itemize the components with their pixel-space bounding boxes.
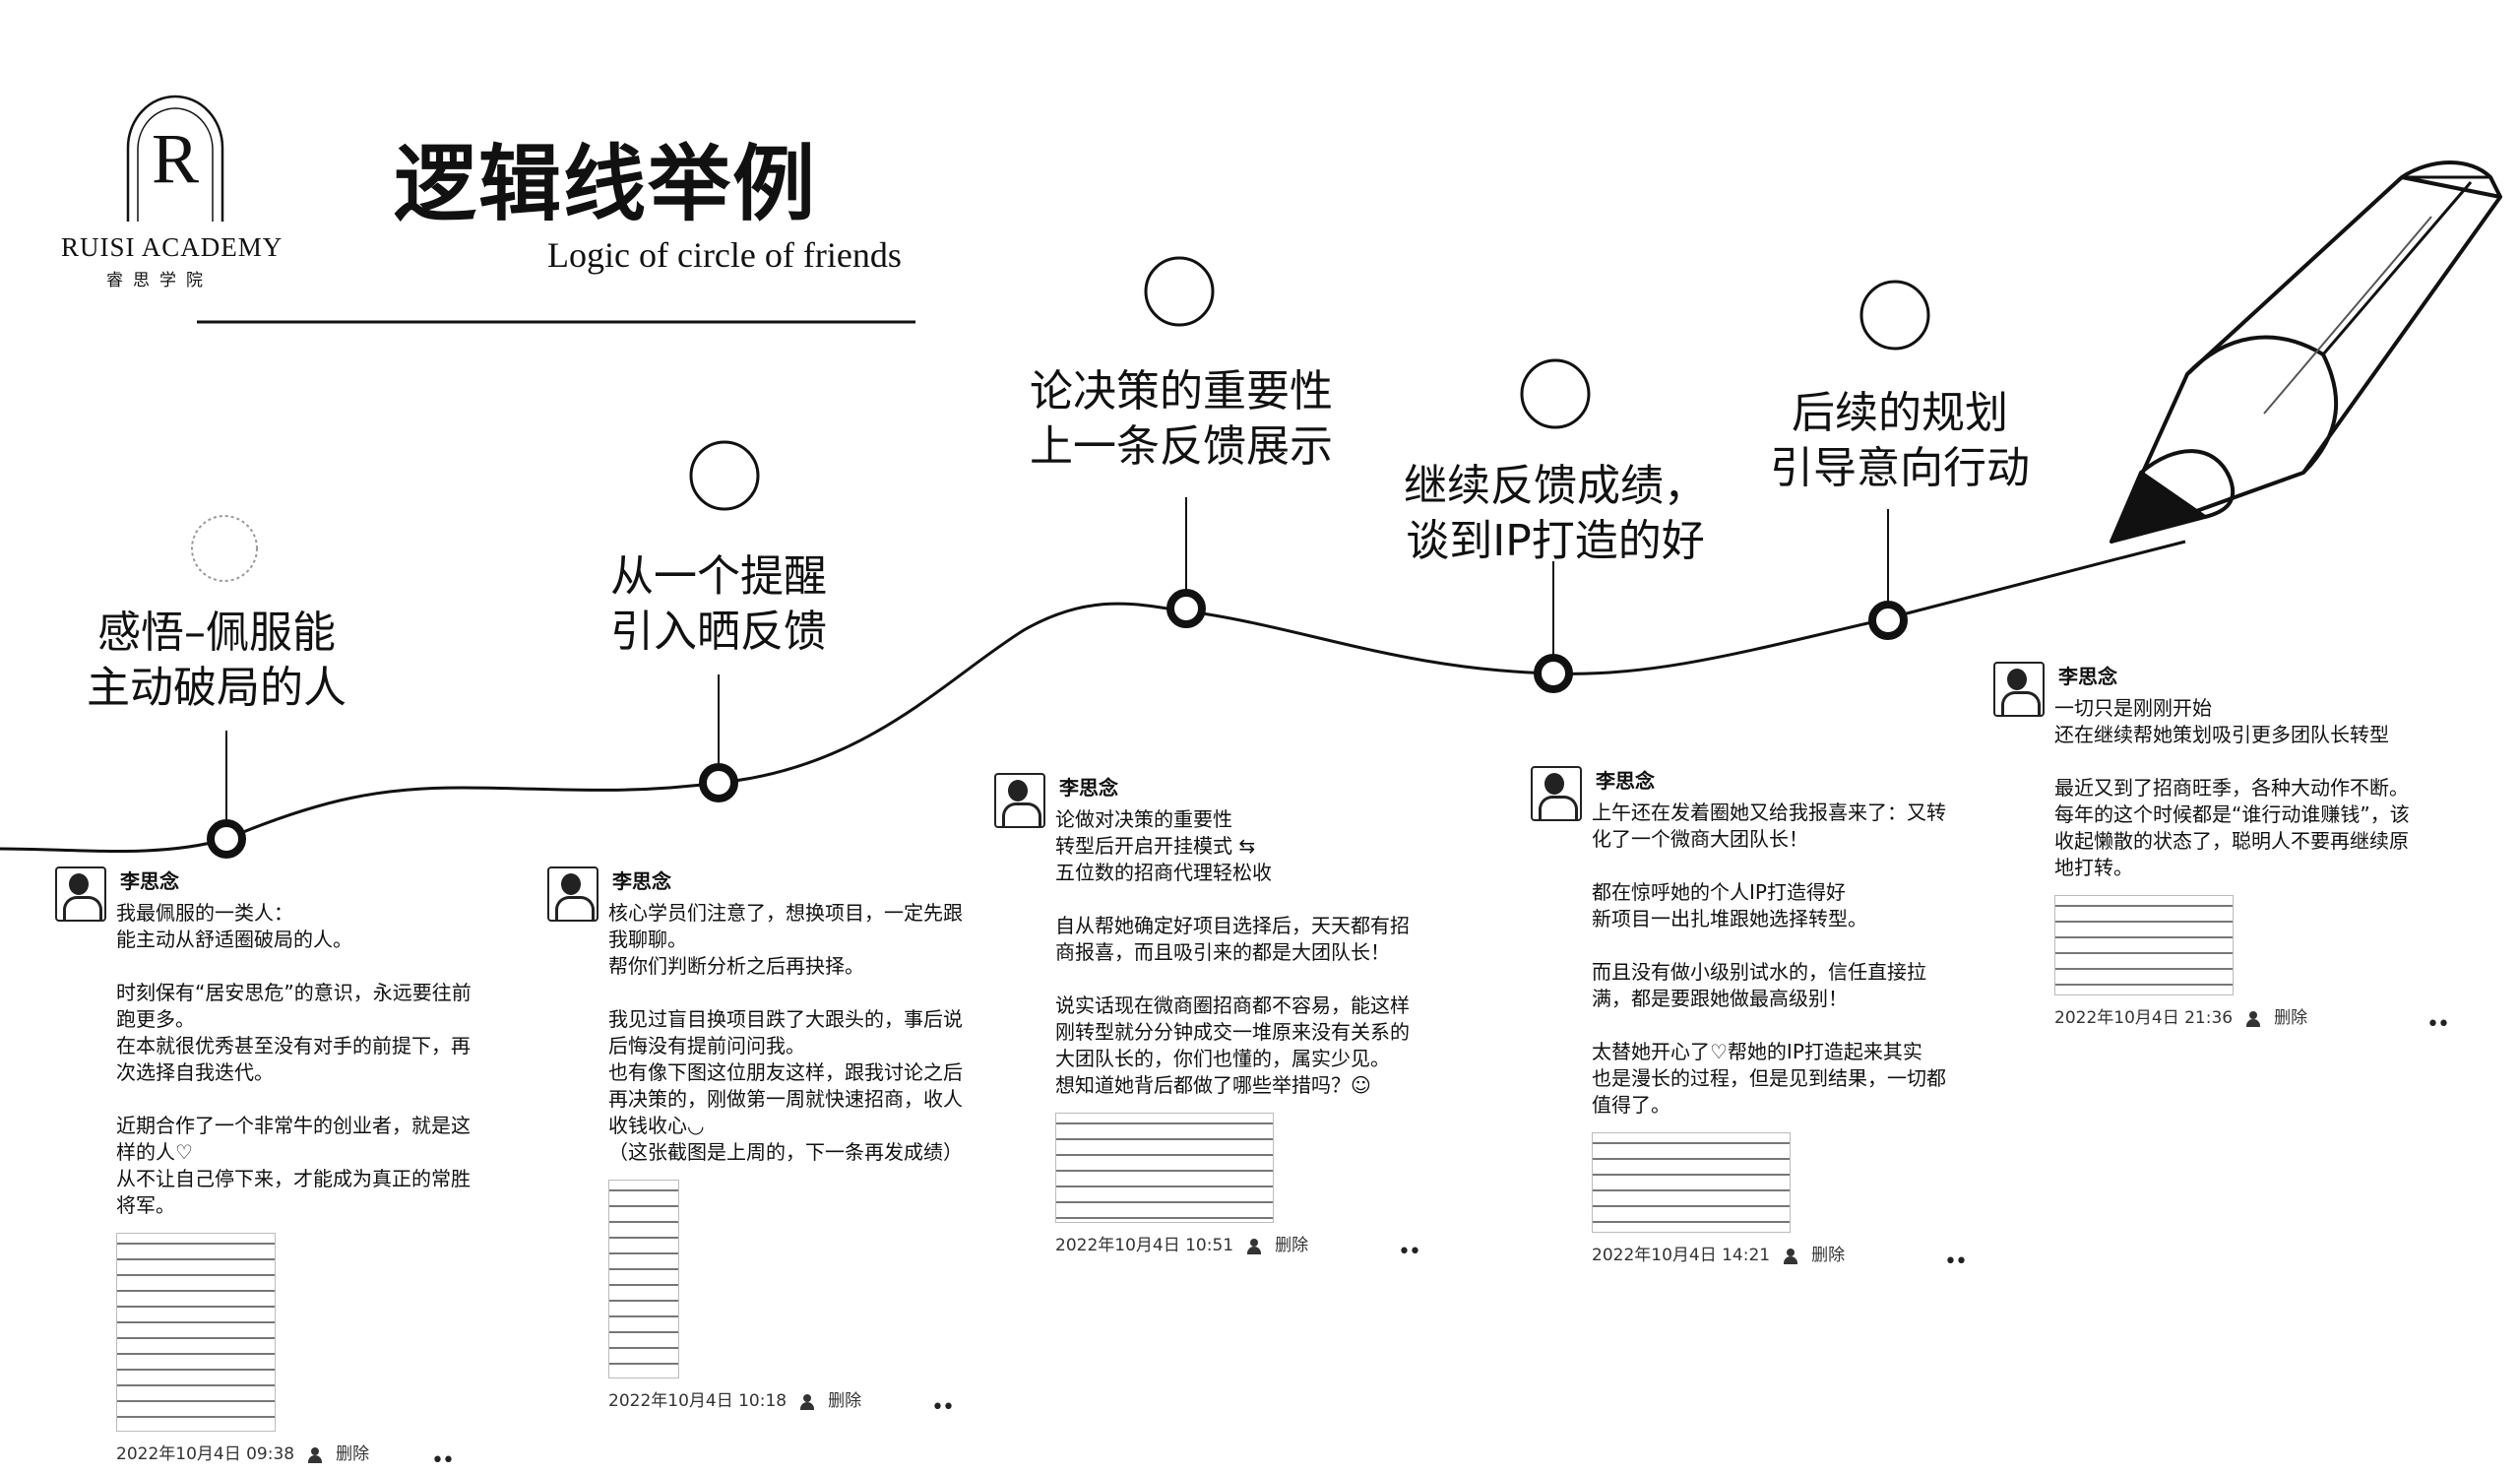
delete-link[interactable]: 删除 xyxy=(828,1391,862,1411)
brand-name: RUISI ACADEMY xyxy=(61,232,284,262)
node-4 xyxy=(1534,654,1573,693)
moment-post-1: 李思念 我最佩服的一类人： 能主动从舒适圈破局的人。 时刻保有“居安思危”的意识… xyxy=(55,866,478,1473)
brand-subtitle: 睿思学院 xyxy=(106,271,213,290)
post-time: 2022年10月4日 21:36 xyxy=(2054,1008,2234,1028)
marker-circle-4 xyxy=(1520,358,1591,429)
post-time: 2022年10月4日 09:38 xyxy=(116,1444,295,1464)
post-time: 2022年10月4日 10:51 xyxy=(1055,1236,1234,1255)
more-icon[interactable]: •• xyxy=(1398,1240,1421,1264)
marker-circle-2 xyxy=(689,440,760,511)
marker-circle-1 xyxy=(191,515,258,582)
visibility-icon xyxy=(2246,1010,2261,1027)
post-time: 2022年10月4日 10:18 xyxy=(608,1391,788,1411)
poster-name: 李思念 xyxy=(120,869,179,893)
visibility-icon xyxy=(800,1393,815,1410)
logic-line-diagram xyxy=(0,95,2502,859)
delete-link[interactable]: 删除 xyxy=(336,1444,370,1464)
visibility-icon xyxy=(308,1446,323,1463)
node-1 xyxy=(207,819,246,859)
post-image[interactable] xyxy=(1592,1132,1791,1233)
node-2 xyxy=(699,763,738,802)
delete-link[interactable]: 删除 xyxy=(1811,1246,1846,1265)
pencil-icon xyxy=(2110,160,2502,544)
post-image[interactable] xyxy=(2054,895,2234,995)
avatar xyxy=(994,773,1045,828)
more-icon[interactable]: •• xyxy=(1944,1250,1968,1274)
post-image[interactable] xyxy=(608,1180,679,1378)
logo-icon xyxy=(126,95,224,222)
post-time: 2022年10月4日 14:21 xyxy=(1592,1246,1771,1265)
avatar xyxy=(1531,766,1582,821)
poster-name: 李思念 xyxy=(1059,776,1118,800)
avatar xyxy=(1993,662,2045,717)
avatar xyxy=(547,866,598,922)
step-heading-3: 论决策的重要性上一条反馈展示 xyxy=(1030,366,1333,472)
moment-post-3: 李思念 论做对决策的重要性 转型后开启开挂模式 ⇆ 五位数的招商代理轻松收 自从… xyxy=(994,773,1457,1264)
step-heading-4: 继续反馈成绩，谈到IP打造的好 xyxy=(1404,461,1707,566)
marker-circle-5 xyxy=(1859,280,1930,351)
moment-post-2: 李思念 核心学员们注意了，想换项目，一定先跟 我聊聊。 帮你们判断分析之后再抉择… xyxy=(547,866,971,1420)
more-icon[interactable]: •• xyxy=(431,1448,455,1473)
page-subtitle: Logic of circle of friends xyxy=(547,235,902,275)
post-image[interactable] xyxy=(1055,1113,1274,1223)
avatar xyxy=(55,866,106,922)
visibility-icon xyxy=(1247,1238,1262,1254)
more-icon[interactable]: •• xyxy=(2426,1012,2450,1037)
node-5 xyxy=(1868,601,1908,640)
visibility-icon xyxy=(1784,1248,1798,1264)
moment-post-5: 李思念 一切只是刚刚开始 还在继续帮她策划吸引更多团队长转型 最近又到了招商旺季… xyxy=(1993,662,2486,1037)
step-heading-2: 从一个提醒引入晒反馈 xyxy=(610,551,827,657)
logic-curve xyxy=(0,540,2186,853)
marker-circle-3 xyxy=(1144,256,1215,327)
node-3 xyxy=(1166,589,1206,628)
step-heading-1: 感悟–佩服能主动破局的人 xyxy=(87,608,346,713)
step-heading-5: 后续的规划引导意向行动 xyxy=(1770,388,2030,493)
poster-name: 李思念 xyxy=(1596,769,1655,793)
post-image[interactable] xyxy=(116,1233,276,1432)
poster-name: 李思念 xyxy=(612,869,671,893)
delete-link[interactable]: 删除 xyxy=(1275,1236,1309,1255)
page-title: 逻辑线举例 xyxy=(394,135,818,232)
more-icon[interactable]: •• xyxy=(931,1395,955,1420)
delete-link[interactable]: 删除 xyxy=(2274,1008,2308,1028)
poster-name: 李思念 xyxy=(2058,665,2117,688)
moment-post-4: 李思念 上午还在发着圈她又给我报喜来了：又转 化了一个微商大团队长！ 都在惊呼她… xyxy=(1531,766,1993,1274)
logo-letter: R xyxy=(151,119,200,198)
